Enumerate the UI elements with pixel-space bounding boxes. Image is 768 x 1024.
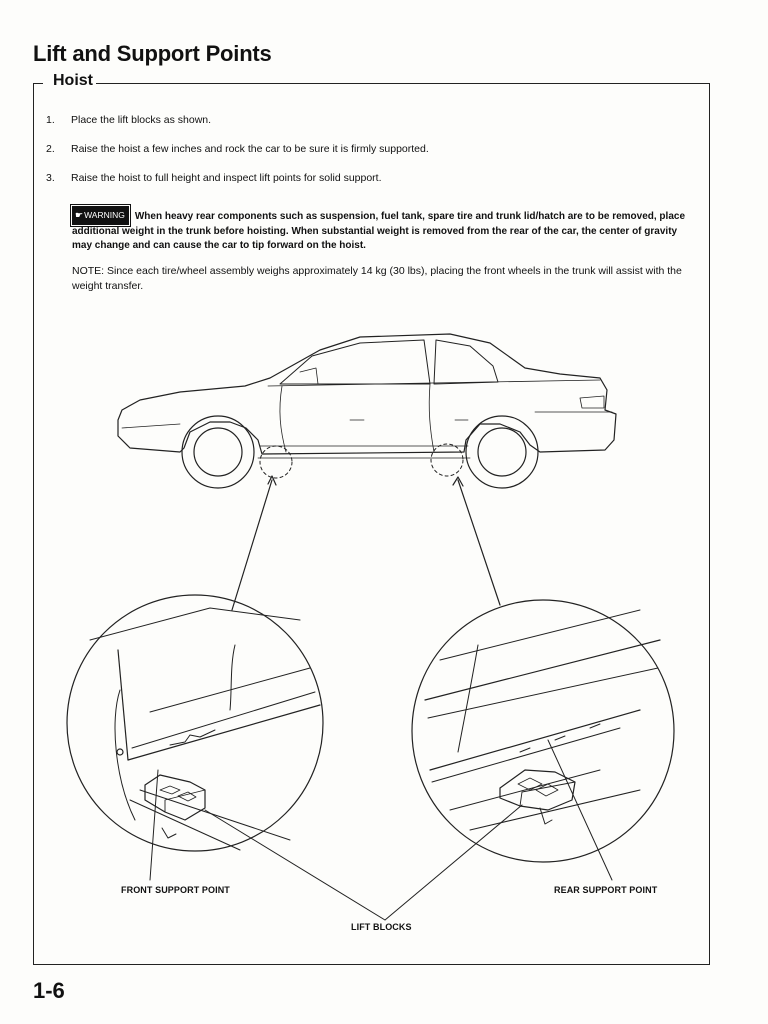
rear-support-point-label: REAR SUPPORT POINT bbox=[554, 885, 658, 895]
frame-top-rule-right bbox=[96, 83, 709, 84]
rear-detail-view bbox=[411, 599, 675, 863]
section-title: Hoist bbox=[53, 72, 93, 89]
car-side-illustration bbox=[117, 333, 617, 489]
step-text: Place the lift blocks as shown. bbox=[71, 114, 212, 126]
support-point-markers bbox=[259, 443, 464, 479]
frame-top-rule-left bbox=[33, 83, 43, 84]
callout-leader-lines bbox=[149, 739, 613, 921]
warning-hand-icon: ☛ bbox=[75, 210, 84, 220]
detail-leader-lines bbox=[231, 475, 501, 611]
lift-blocks-label: LIFT BLOCKS bbox=[351, 922, 412, 932]
section-frame bbox=[33, 83, 710, 965]
note-paragraph: NOTE: Since each tire/wheel assembly wei… bbox=[72, 265, 682, 292]
warning-badge-label: WARNING bbox=[84, 210, 125, 220]
step-text: Raise the hoist to full height and inspe… bbox=[71, 172, 382, 184]
step-text: Raise the hoist a few inches and rock th… bbox=[71, 143, 429, 155]
step-number: 2. bbox=[46, 143, 55, 155]
page-number: 1-6 bbox=[33, 978, 65, 1003]
page-title: Lift and Support Points bbox=[33, 41, 272, 66]
step-number: 3. bbox=[46, 172, 55, 184]
front-support-point-label: FRONT SUPPORT POINT bbox=[121, 885, 230, 895]
step-number: 1. bbox=[46, 114, 55, 126]
warning-text: When heavy rear components such as suspe… bbox=[72, 211, 685, 251]
front-detail-view bbox=[66, 594, 324, 852]
